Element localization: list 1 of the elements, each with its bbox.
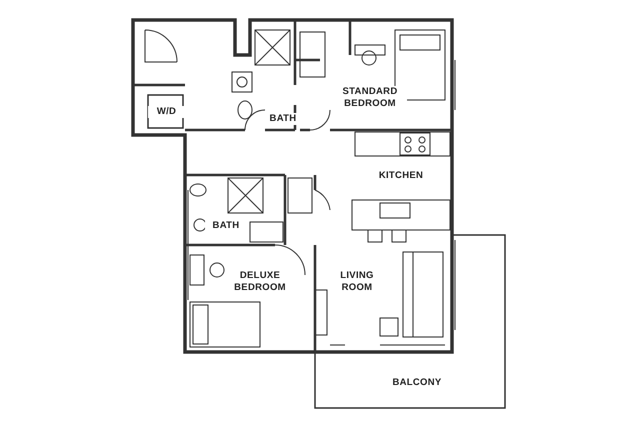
room-label: W/D xyxy=(148,106,185,118)
